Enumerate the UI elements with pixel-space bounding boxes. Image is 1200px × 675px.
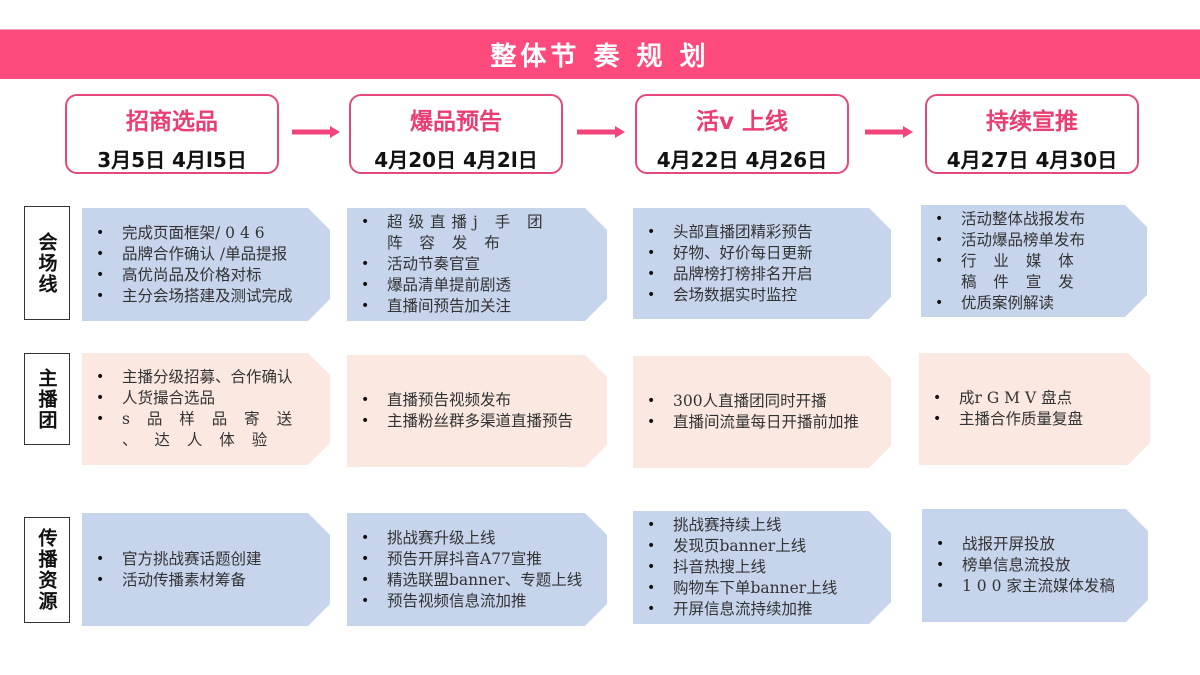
phase-date: 4月22日 4月26日 [656,148,828,172]
list-item: 直播间预告加关注 [359,296,549,317]
list-item: 高优尚品及价格对标 [94,265,293,286]
card-anchor-phase2: 直播预告视频发布 主播粉丝群多渠道直播预告 [347,355,607,467]
list-item: 抖音热搜上线 [645,557,837,578]
list-item: 品牌合作确认 /单品提报 [94,244,293,265]
list-item: 榜单信息流投放 [934,555,1115,576]
header-banner: 整体节 奏 规 划 [0,29,1200,79]
list-item: 超级直播j 手 团 阵 容 发 布 [359,212,549,254]
list-item: 活动整体战报发布 [933,209,1103,230]
phase-date: 4月20日 4月2l日 [374,148,538,172]
card-anchor-phase3: 300人直播团同时开播 直播间流量每日开播前加推 [633,356,891,468]
phase-title: 招商选品 [126,109,218,135]
phase-date: 3月5日 4月l5日 [97,148,247,172]
list-item: 活动传播素材筹备 [94,570,262,591]
right-arrow-icon [865,126,913,138]
list-item: 主播合作质量复盘 [931,409,1083,430]
list-item: 好物、好价每日更新 [645,243,813,264]
page-title: 整体节 奏 规 划 [490,42,710,72]
list-item: 战报开屏投放 [934,534,1115,555]
phase-box-1: 招商选品 3月5日 4月l5日 [65,94,279,174]
card-media-phase1: 官方挑战赛话题创建 活动传播素材筹备 [82,513,330,626]
list-item: 完成页面框架/ 0 4 6 [94,223,293,244]
right-arrow-icon [577,126,625,138]
right-arrow-icon [292,126,340,138]
card-media-phase2: 挑战赛升级上线 预告开屏抖音A77宣推 精选联盟banner、专题上线 预告视频… [347,513,607,626]
list-item: s 品 样 品 寄 送 、 达 人 体 验 [94,409,304,451]
card-media-phase3: 挑战赛持续上线 发现页banner上线 抖音热搜上线 购物车下单banner上线… [633,511,891,624]
list-item: 品牌榜打榜排名开启 [645,264,813,285]
list-item: 主播粉丝群多渠道直播预告 [359,411,573,432]
row-label-venue-line: 会场线 [24,206,70,320]
list-item: 精选联盟banner、专题上线 [359,570,582,591]
list-item: 直播预告视频发布 [359,390,573,411]
row-label-media-resources: 传播资源 [24,517,70,623]
phase-title: 活v 上线 [696,109,788,135]
list-item: 发现页banner上线 [645,536,837,557]
list-item: 主播分级招募、合作确认 [94,367,304,388]
list-item: 1 0 0 家主流媒体发稿 [934,576,1115,597]
list-item: 开屏信息流持续加推 [645,599,837,620]
card-venue-phase1: 完成页面框架/ 0 4 6 品牌合作确认 /单品提报 高优尚品及价格对标 主分会… [82,208,330,321]
list-item: 爆品清单提前剧透 [359,275,549,296]
list-item: 活动爆品榜单发布 [933,230,1103,251]
list-item: 活动节奏官宣 [359,254,549,275]
phase-title: 爆品预告 [410,109,502,135]
card-venue-phase2: 超级直播j 手 团 阵 容 发 布 活动节奏官宣 爆品清单提前剧透 直播间预告加… [347,208,607,321]
card-venue-phase4: 活动整体战报发布 活动爆品榜单发布 行 业 媒 体 稿 件 宣 发 优质案例解读 [921,205,1147,317]
phase-box-2: 爆品预告 4月20日 4月2l日 [349,94,563,174]
phase-title: 持续宣推 [986,109,1078,135]
phase-box-4: 持续宣推 4月27日 4月30日 [925,94,1139,174]
list-item: 预告开屏抖音A77宣推 [359,549,582,570]
list-item: 会场数据实时监控 [645,285,813,306]
list-item: 优质案例解读 [933,293,1103,314]
list-item: 预告视频信息流加推 [359,591,582,612]
card-venue-phase3: 头部直播团精彩预告 好物、好价每日更新 品牌榜打榜排名开启 会场数据实时监控 [633,208,891,319]
card-anchor-phase1: 主播分级招募、合作确认 人货撮合选品 s 品 样 品 寄 送 、 达 人 体 验 [82,353,330,465]
list-item: 行 业 媒 体 稿 件 宣 发 [933,251,1103,293]
phase-date: 4月27日 4月30日 [946,148,1118,172]
list-item: 购物车下单banner上线 [645,578,837,599]
list-item: 直播间流量每日开播前加推 [645,412,859,433]
phase-box-3: 活v 上线 4月22日 4月26日 [635,94,849,174]
list-item: 头部直播团精彩预告 [645,222,813,243]
card-media-phase4: 战报开屏投放 榜单信息流投放 1 0 0 家主流媒体发稿 [922,509,1148,622]
list-item: 300人直播团同时开播 [645,391,859,412]
row-label-anchor-team: 主播团 [24,353,70,445]
list-item: 成r G M V 盘点 [931,388,1083,409]
list-item: 挑战赛持续上线 [645,515,837,536]
card-anchor-phase4: 成r G M V 盘点 主播合作质量复盘 [919,353,1150,465]
list-item: 主分会场搭建及测试完成 [94,286,293,307]
list-item: 挑战赛升级上线 [359,528,582,549]
list-item: 人货撮合选品 [94,388,304,409]
list-item: 官方挑战赛话题创建 [94,549,262,570]
